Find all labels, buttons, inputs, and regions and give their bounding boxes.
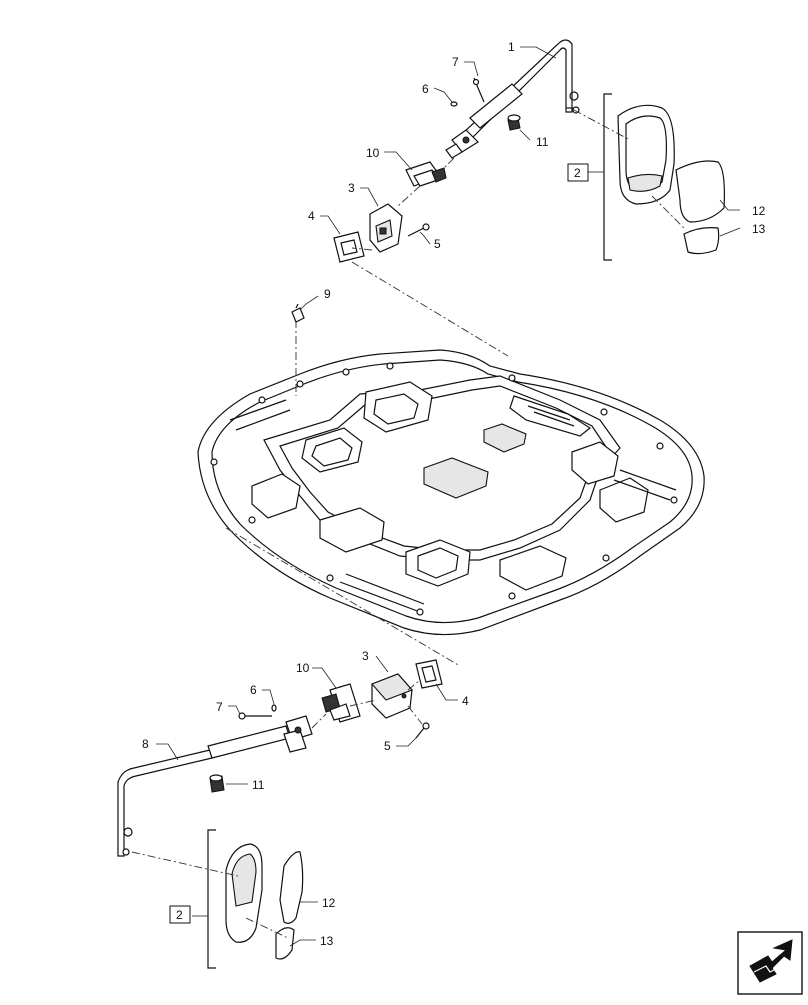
callout-10-bottom: 10	[296, 661, 310, 675]
knob-11-bottom	[209, 774, 225, 793]
mirror-housing-top	[617, 104, 725, 255]
screw-9	[291, 303, 305, 323]
bracket-10-top	[405, 161, 447, 187]
group-bracket-bottom	[207, 829, 216, 969]
bolt-7-bottom	[238, 712, 272, 720]
callout-6-top: 6	[422, 82, 429, 96]
callout-11-top: 11	[536, 135, 549, 149]
bottom-mirror-assembly	[117, 659, 443, 969]
callout-9: 9	[324, 287, 331, 301]
callout-leaders	[156, 46, 741, 947]
callout-6-bottom: 6	[250, 683, 257, 697]
callout-12-top: 12	[752, 204, 766, 218]
callout-3-top: 3	[348, 181, 355, 195]
callout-11-bottom: 11	[252, 778, 265, 792]
callout-4-top: 4	[308, 209, 315, 223]
callout-1: 1	[508, 40, 515, 54]
callout-13-bottom: 13	[320, 934, 334, 948]
group-box-2-bottom: 2	[169, 905, 191, 924]
bolt-7-top	[472, 77, 485, 103]
callout-5-bottom: 5	[384, 739, 391, 753]
mirror-arm-top	[445, 39, 580, 159]
cab-roof-panel	[197, 261, 705, 667]
knob-11-top	[507, 114, 521, 131]
mount-block-3-top	[369, 203, 403, 253]
mount-block-3-bottom	[371, 673, 413, 719]
washer-6-top	[450, 101, 458, 107]
callout-labels: 1 7 6 11 10 3 4 5 12 13 9 2 10 3 6 7 4 8…	[142, 40, 766, 948]
roof-plate-rear	[483, 423, 527, 453]
callout-3-bottom: 3	[362, 649, 369, 663]
mirror-housing-bottom	[225, 843, 304, 960]
callout-2-bottom: 2	[176, 908, 183, 922]
callout-10-top: 10	[366, 146, 380, 160]
gasket-4-top	[333, 231, 365, 263]
bracket-10-bottom	[321, 683, 361, 723]
return-arrow-icon[interactable]	[737, 931, 803, 995]
callout-2-top: 2	[574, 166, 581, 180]
group-bracket-top	[603, 93, 612, 261]
washer-6-bottom	[271, 704, 277, 712]
mirror-arm-bottom	[117, 715, 313, 857]
callout-12-bottom: 12	[322, 896, 336, 910]
callout-7-top: 7	[452, 55, 459, 69]
screw-5-bottom	[415, 722, 430, 739]
callout-8: 8	[142, 737, 149, 751]
group-box-2-top: 2	[567, 163, 589, 182]
callout-5-top: 5	[434, 237, 441, 251]
callout-7-bottom: 7	[216, 700, 223, 714]
callout-13-top: 13	[752, 222, 766, 236]
top-mirror-assembly	[333, 39, 725, 263]
roof-plate-center	[423, 457, 489, 499]
callout-4-bottom: 4	[462, 694, 469, 708]
screw-5-top	[407, 223, 430, 237]
gasket-4-bottom	[415, 659, 443, 689]
